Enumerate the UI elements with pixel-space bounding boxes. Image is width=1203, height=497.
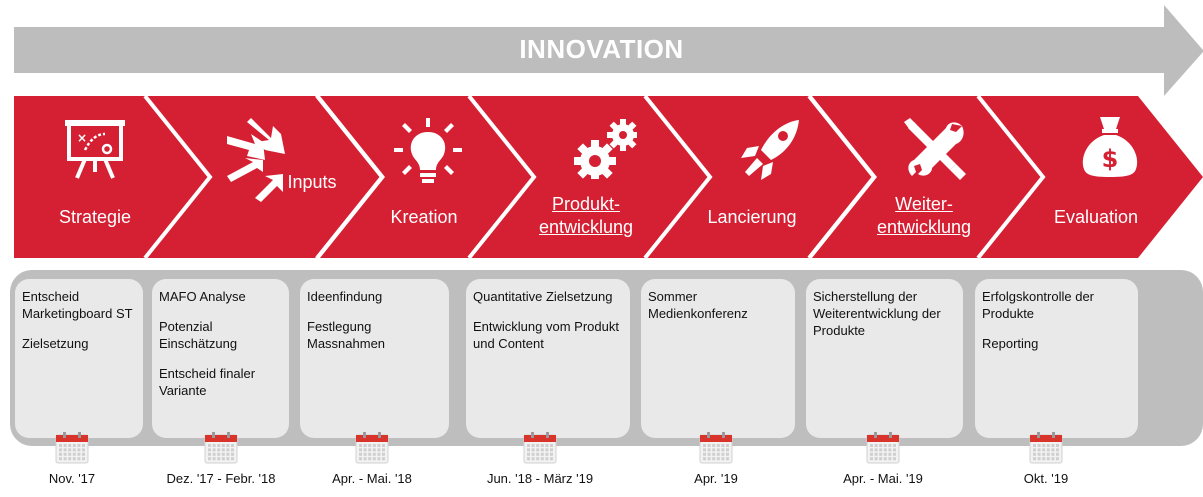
svg-text:×: ×	[77, 131, 87, 145]
phase-label: Lancierung	[707, 207, 797, 227]
phase-label: Kreation	[390, 207, 458, 227]
calendar-icon	[522, 431, 558, 470]
chevron-separator	[807, 94, 877, 260]
converging-arrows-icon	[225, 116, 287, 209]
phase-label: Weiter-entwicklung	[876, 194, 972, 237]
phase-label: Inputs	[287, 172, 337, 192]
card-item: Festlegung Massnahmen	[307, 319, 386, 351]
phase-date: Dez. '17 - Febr. '18	[166, 471, 276, 486]
light-bulb-icon	[394, 118, 462, 189]
calendar-icon	[354, 431, 390, 470]
card-item: Quantitative Zielsetzung	[473, 289, 613, 304]
phase-chevron-2	[148, 96, 380, 258]
card-item: MAFO Analyse	[159, 289, 246, 304]
phase-date: Okt. '19	[1023, 471, 1069, 486]
gears-icon	[571, 117, 639, 184]
phase-label: Evaluation	[1053, 207, 1139, 227]
card-item: Sicherstellung der Weiterentwicklung der…	[813, 289, 941, 338]
card-item: Potenzial Einschätzung	[159, 319, 238, 351]
phase-label: Produkt-entwicklung	[538, 194, 634, 237]
calendar-icon	[698, 431, 734, 470]
money-bag-icon: $	[1078, 115, 1142, 184]
calendar-icon	[54, 431, 90, 470]
card-item: Erfolgskontrolle der Produkte	[982, 289, 1094, 321]
card-item: Entscheid Marketingboard ST	[22, 289, 133, 321]
card-item: Entwicklung vom Produkt und Content	[473, 319, 619, 351]
wrench-screwdriver-icon	[904, 118, 966, 185]
phase-date: Jun. '18 - März '19	[486, 471, 594, 486]
phase-label: Strategie	[58, 207, 132, 227]
card-item: Ideenfindung	[307, 289, 383, 304]
banner-title: INNOVATION	[519, 34, 684, 64]
phase-card: Sommer Medienkonferenz	[641, 279, 795, 438]
phase-date: Apr. '19	[694, 471, 738, 486]
card-item: Entscheid finaler Variante	[159, 366, 256, 398]
rocket-icon	[739, 118, 801, 185]
phase-chevron-7	[981, 96, 1203, 258]
innovation-banner-arrow	[14, 5, 1203, 96]
chevron-separator	[976, 94, 1046, 260]
phase-card: Sicherstellung der Weiterentwicklung der…	[806, 279, 963, 438]
chevron-separator	[143, 94, 213, 260]
chevron-separator	[467, 94, 537, 260]
chevron-separator	[643, 94, 713, 260]
phase-date: Nov. '17	[48, 471, 96, 486]
presentation-board-icon: ×	[63, 120, 127, 185]
calendar-icon	[865, 431, 901, 470]
calendar-icon	[203, 431, 239, 470]
card-item: Zielsetzung	[22, 336, 89, 351]
card-item: Sommer Medienkonferenz	[648, 289, 748, 321]
phase-date: Apr. - Mai. '19	[843, 471, 923, 486]
svg-text:$: $	[1102, 145, 1119, 173]
chevron-separator	[315, 94, 385, 260]
phase-chevron-6	[812, 96, 1055, 258]
calendar-icon	[1028, 431, 1064, 470]
card-item: Reporting	[982, 336, 1039, 351]
phase-card: Entscheid Marketingboard ST Zielsetzung	[15, 279, 143, 438]
phase-date: Apr. - Mai. '18	[332, 471, 412, 486]
